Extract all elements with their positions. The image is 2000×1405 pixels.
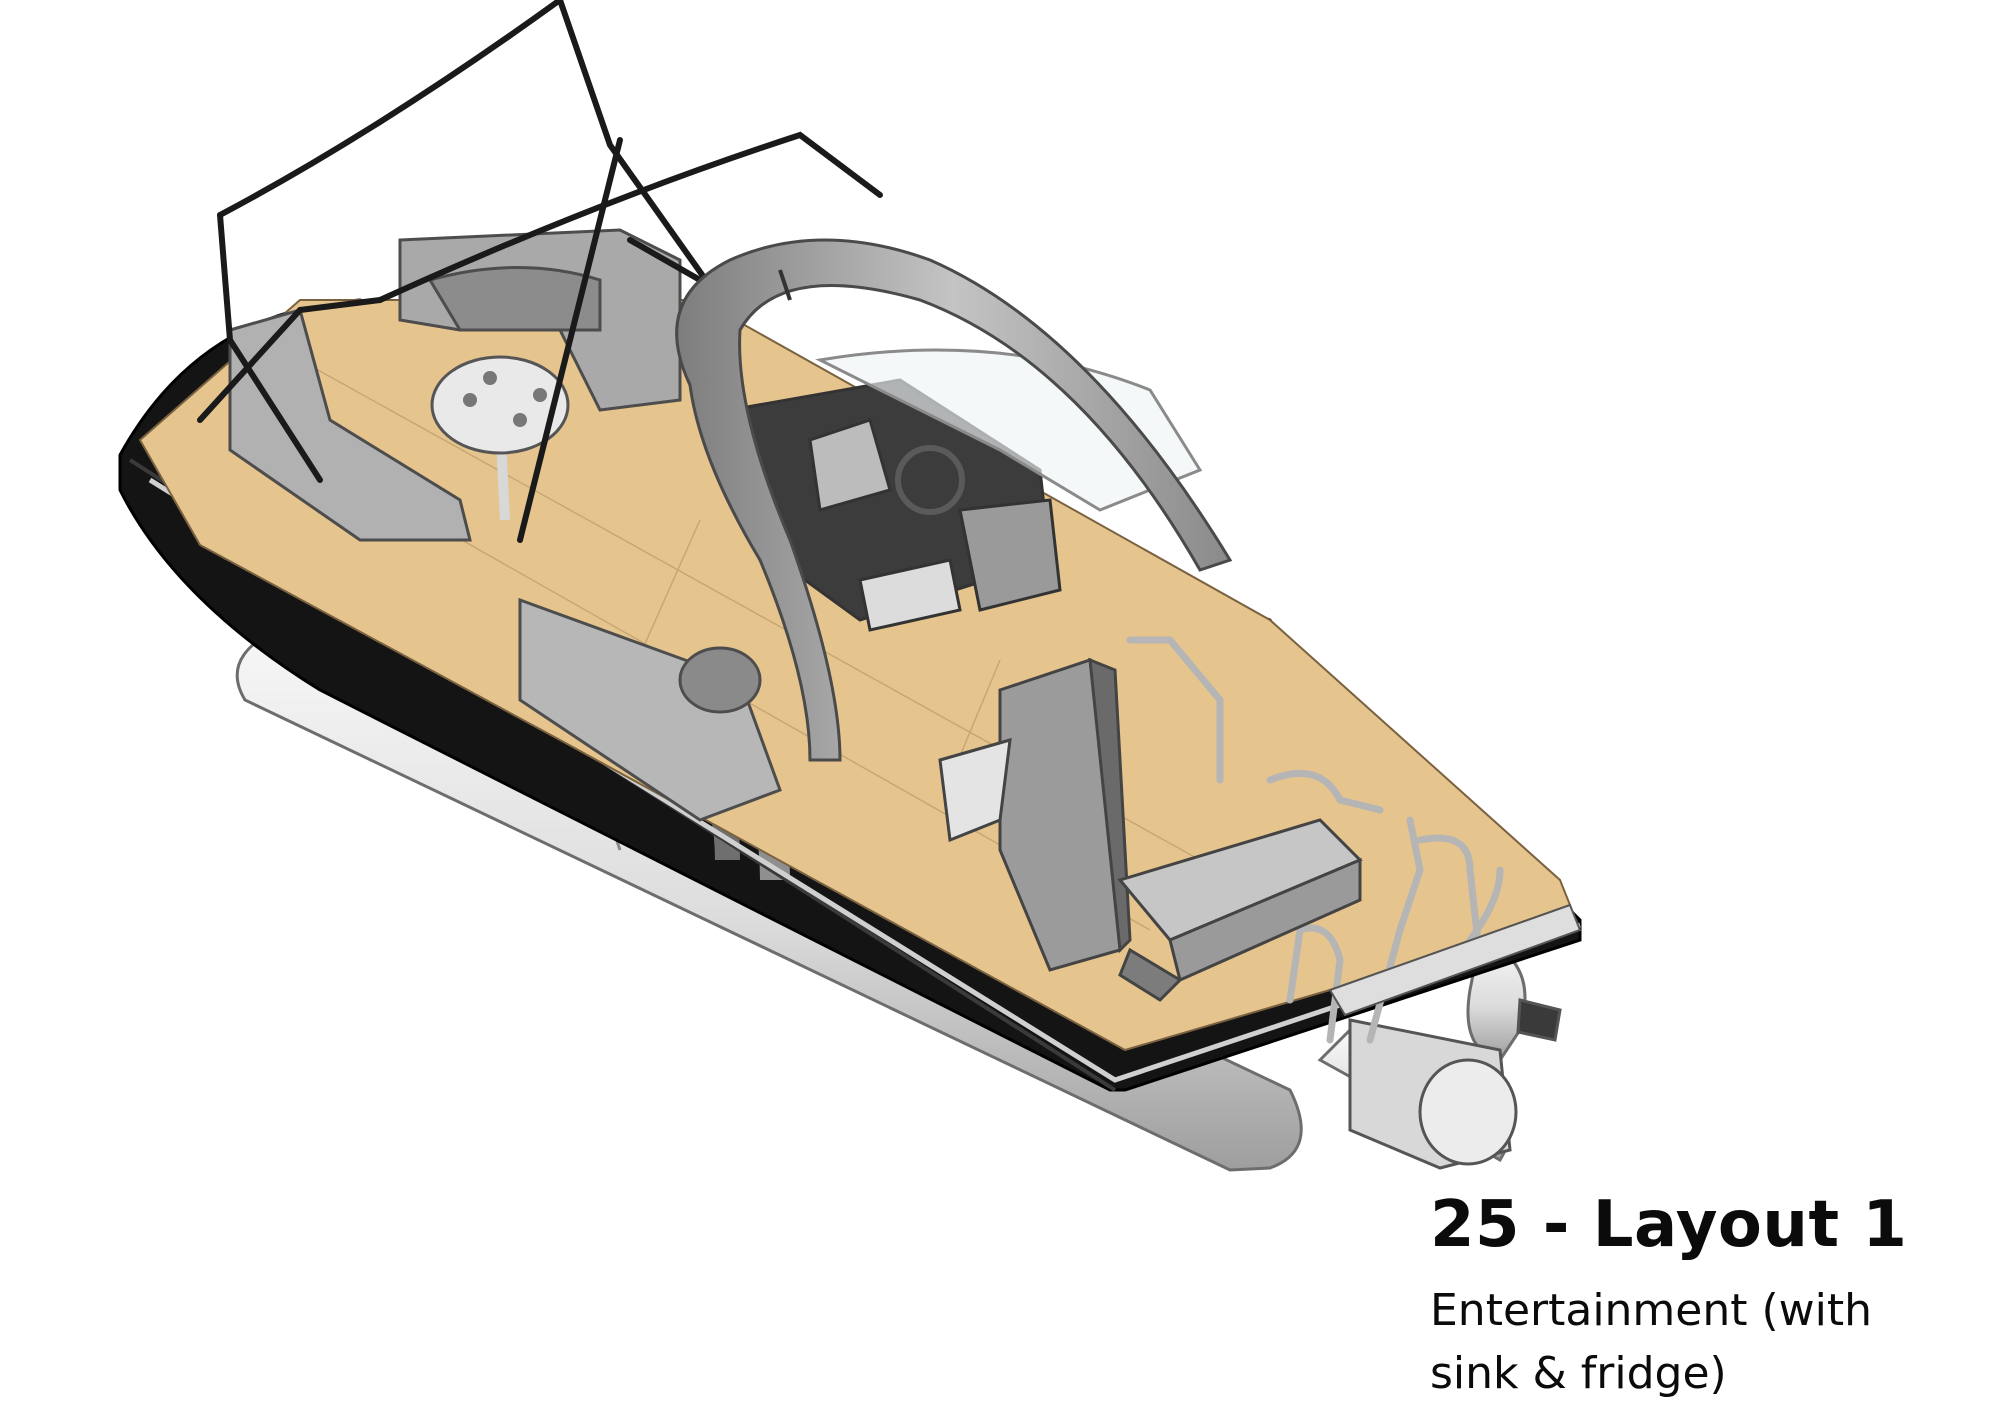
layout-subtitle: Entertainment (with sink & fridge) bbox=[1430, 1285, 1872, 1399]
outboard-motor bbox=[1348, 998, 1562, 1170]
rear-bench-seat bbox=[1117, 818, 1363, 1002]
stern-rails bbox=[1126, 636, 1504, 1044]
swim-platform-edge bbox=[1328, 903, 1582, 1017]
layout-title: 25 - Layout 1 bbox=[1430, 1188, 1908, 1262]
boat-illustration bbox=[118, 0, 1582, 1172]
bow-table bbox=[430, 355, 570, 521]
refreshment-center bbox=[938, 657, 1132, 972]
helm-console bbox=[728, 378, 1062, 632]
ski-arch bbox=[675, 238, 1233, 762]
layout-caption: 25 - Layout 1 Entertainment (with sink &… bbox=[1430, 1190, 1970, 1405]
steering-wheel bbox=[895, 445, 965, 515]
bimini-top-frame bbox=[197, 0, 883, 543]
bow-lounge-seating bbox=[228, 228, 782, 822]
captain-seat bbox=[958, 498, 1062, 612]
